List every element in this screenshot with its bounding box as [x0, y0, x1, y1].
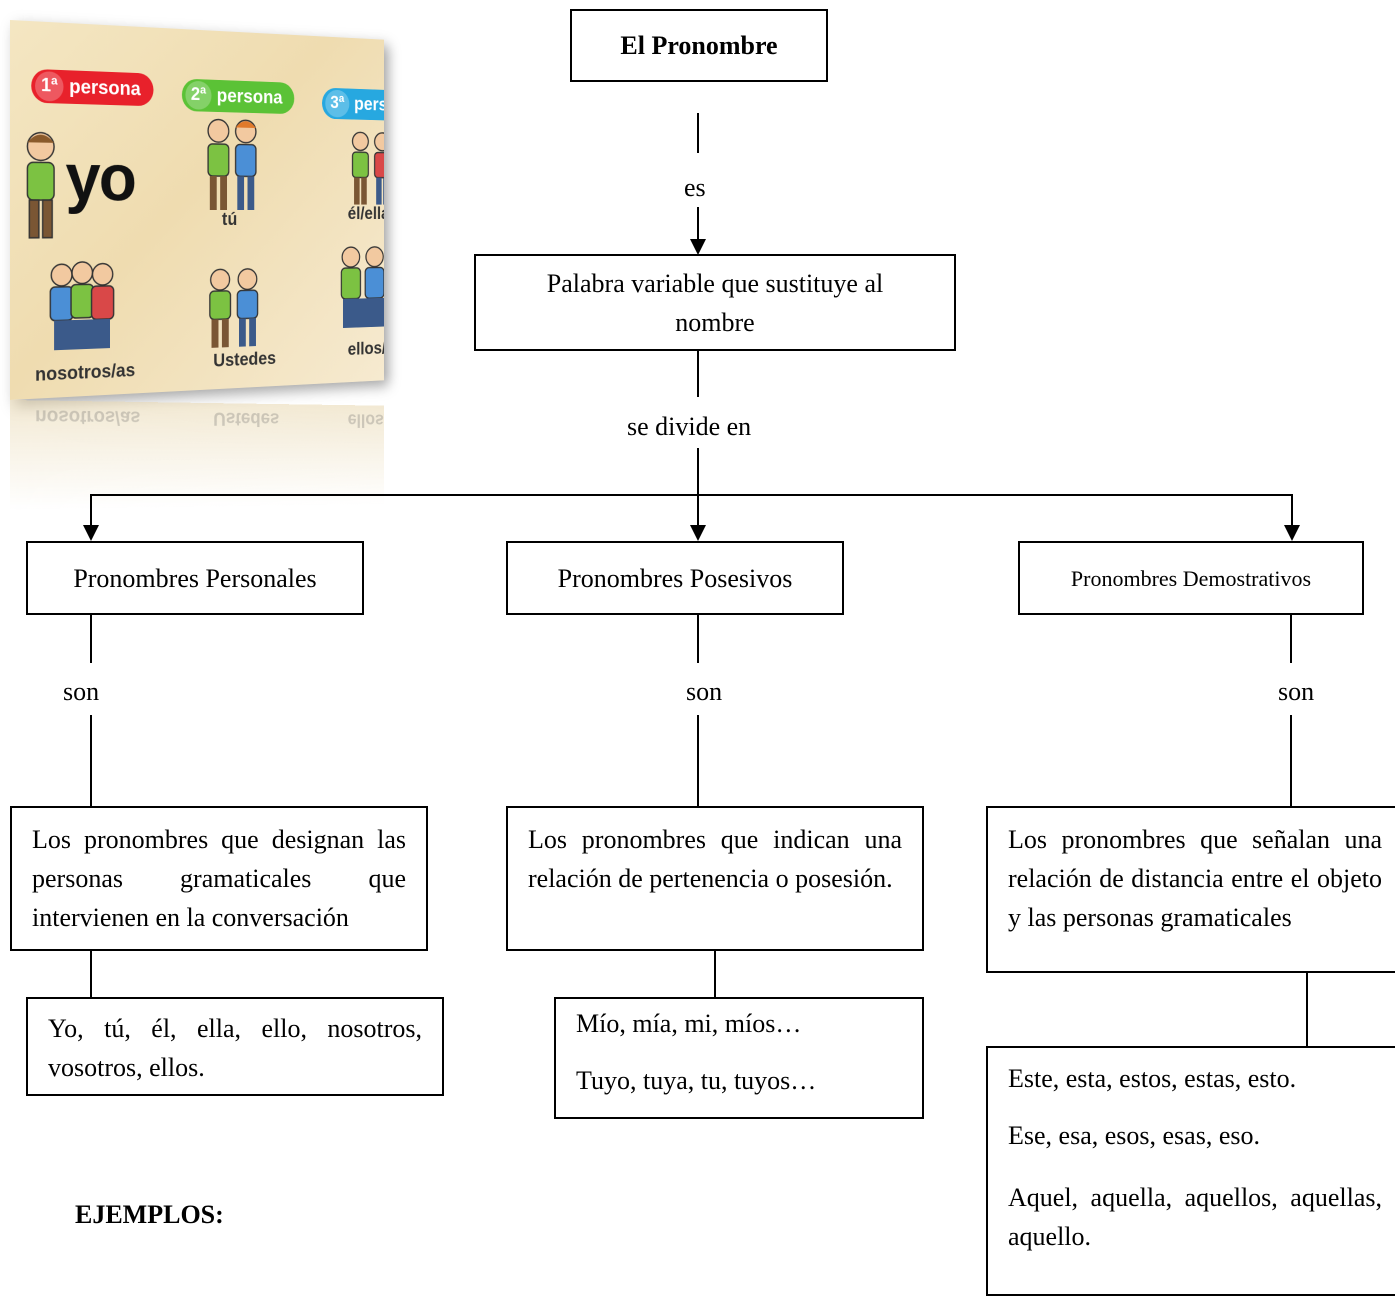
ejemplos-heading: EJEMPLOS: — [75, 1200, 224, 1229]
badge-second-person: 2ª persona — [181, 78, 295, 115]
branch-title: Pronombres Demostrativos — [1070, 565, 1312, 591]
definition-text: Palabra variable que sustituye al nombre — [546, 268, 884, 337]
child-figure-icon — [18, 128, 64, 248]
connector — [697, 448, 699, 526]
connector — [697, 615, 699, 663]
badge-first-person: 1ª persona — [31, 68, 154, 107]
pronoun-tu: tú — [221, 210, 238, 230]
description-demostrativos: Los pronombres que señalan una relación … — [986, 806, 1395, 973]
pronoun-ustedes: Ustedes — [213, 348, 276, 372]
connector — [90, 494, 92, 526]
children-ustedes-icon — [205, 266, 265, 348]
connector — [697, 113, 699, 153]
connector — [90, 951, 92, 998]
connector — [90, 615, 92, 663]
branch-title: Pronombres Posesivos — [557, 563, 793, 593]
connector — [1290, 715, 1292, 807]
link-label-son: son — [686, 677, 723, 706]
arrow-down-icon — [690, 525, 706, 541]
description-personales: Los pronombres que designan las personas… — [10, 806, 428, 951]
connector — [1306, 973, 1308, 1047]
description-posesivos: Los pronombres que indican una relación … — [506, 806, 924, 951]
connector — [697, 351, 699, 397]
children-group-icon — [45, 258, 120, 351]
link-label-se-divide-en: se divide en — [627, 412, 752, 441]
branch-personales: Pronombres Personales — [26, 541, 364, 615]
branch-title: Pronombres Personales — [73, 563, 317, 593]
connector — [697, 715, 699, 807]
pronoun-el-ella: él/ella — [347, 204, 384, 224]
connector — [1290, 615, 1292, 663]
examples-posesivos: Mío, mía, mi, míos… Tuyo, tuya, tu, tuyo… — [554, 997, 924, 1119]
examples-personales: Yo, tú, él, ella, ello, nosotros, vosotr… — [26, 997, 444, 1096]
link-label-son: son — [63, 677, 100, 706]
arrow-down-icon — [690, 239, 706, 255]
pronoun-nosotros: nosotros/as — [35, 360, 136, 386]
pronoun-yo: yo — [65, 140, 135, 215]
connector — [697, 207, 699, 241]
definition-node: Palabra variable que sustituye al nombre — [474, 254, 956, 351]
connector — [1291, 494, 1293, 526]
children-ellos-icon — [338, 244, 384, 329]
examples-demostrativos: Este, esta, estos, estas, esto. Ese, esa… — [986, 1046, 1395, 1296]
pronoun-ellos: ellos/a — [347, 338, 384, 360]
link-label-es: es — [684, 173, 706, 202]
branch-connector — [90, 494, 1293, 496]
branch-posesivos: Pronombres Posesivos — [506, 541, 844, 615]
badge-third-person: 3ª perso — [322, 87, 384, 122]
arrow-down-icon — [1284, 525, 1300, 541]
connector — [90, 715, 92, 807]
connector — [714, 951, 716, 998]
branch-demostrativos: Pronombres Demostrativos — [1018, 541, 1364, 615]
root-title: El Pronombre — [620, 31, 778, 60]
pronoun-illustration: 1ª persona 2ª persona 3ª perso yo tú él/… — [10, 20, 384, 400]
link-label-son: son — [1278, 677, 1315, 706]
children-pair-icon — [203, 115, 263, 210]
children-third-icon — [348, 128, 384, 205]
root-node: El Pronombre — [570, 9, 828, 82]
arrow-down-icon — [83, 525, 99, 541]
